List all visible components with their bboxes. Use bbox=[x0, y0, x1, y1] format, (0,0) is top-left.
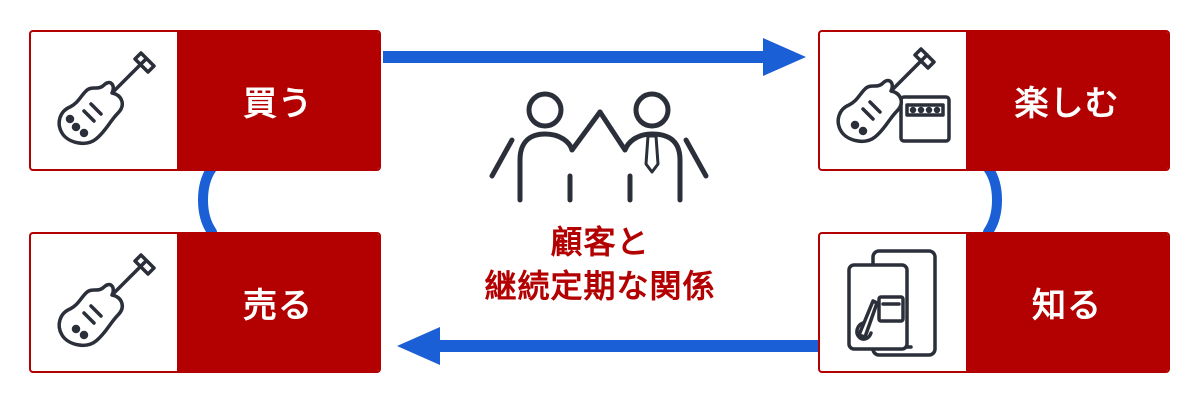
top-arrow bbox=[383, 38, 806, 76]
left-connector bbox=[198, 163, 217, 237]
card-know: 知る bbox=[818, 232, 1170, 373]
electric-guitar-icon bbox=[57, 252, 156, 347]
card-buy: 買う bbox=[29, 30, 381, 171]
two-people-high-five-icon bbox=[489, 91, 709, 203]
card-enjoy: 楽しむ bbox=[818, 30, 1170, 171]
card-enjoy-label: 楽しむ bbox=[1014, 84, 1120, 124]
center-title-line1: 顧客と bbox=[550, 223, 650, 261]
card-sell-label: 売る bbox=[243, 286, 313, 326]
right-connector bbox=[983, 163, 1002, 237]
card-know-label: 知る bbox=[1032, 286, 1102, 326]
bottom-arrow bbox=[397, 327, 818, 365]
tablet-guitar-amp-icon bbox=[847, 248, 937, 357]
center-title-line2: 継続定期な関係 bbox=[484, 267, 716, 305]
card-buy-label: 買う bbox=[243, 84, 313, 124]
card-sell: 売る bbox=[29, 232, 381, 373]
electric-guitar-icon bbox=[57, 50, 156, 145]
guitar-with-amp-icon bbox=[836, 46, 951, 143]
